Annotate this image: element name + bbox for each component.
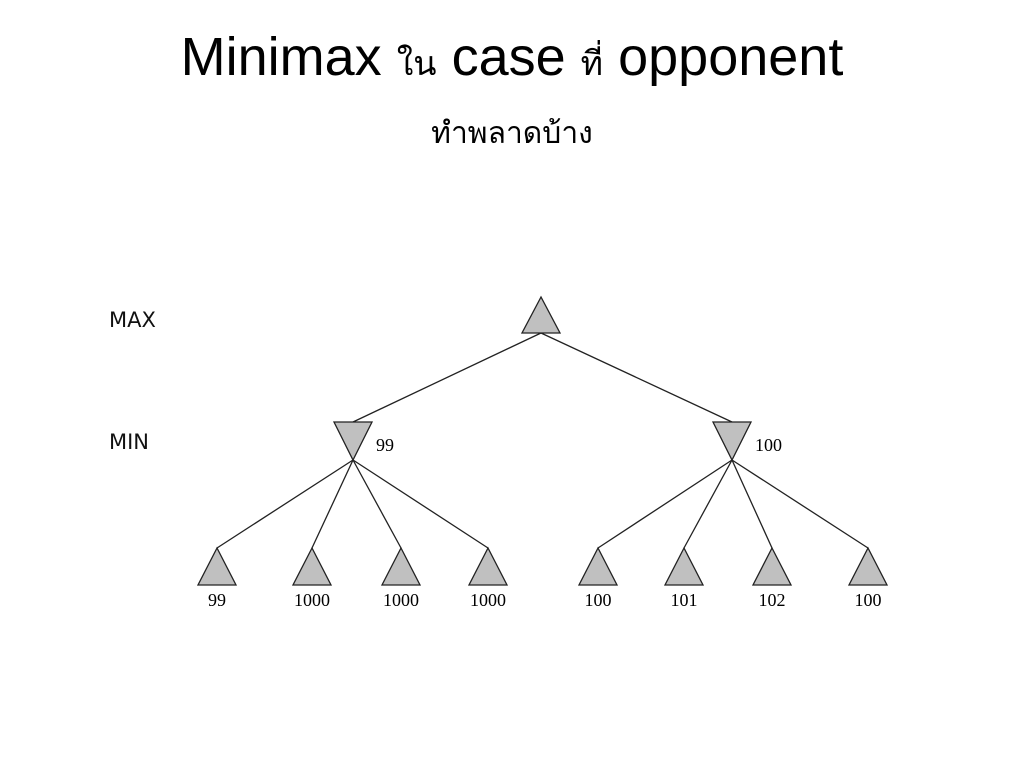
leaf-value-2: 1000 xyxy=(383,590,419,610)
edge-min-leaf-0 xyxy=(216,459,354,549)
min-node-0 xyxy=(332,421,374,462)
leaf-value-7: 100 xyxy=(855,590,882,610)
slide-subtitle: ทำพลาดบ้าง xyxy=(431,116,593,151)
title-word-minimax: Minimax xyxy=(180,27,382,87)
edge-min-leaf-6 xyxy=(731,459,773,549)
edge-root-min-1 xyxy=(540,332,733,423)
min-node-1 xyxy=(711,421,753,462)
edge-min-leaf-1 xyxy=(311,459,354,549)
title-word-thai-that: ที่ xyxy=(580,44,604,84)
leaf-value-6: 102 xyxy=(759,590,786,610)
leaf-node-5 xyxy=(663,546,705,586)
leaf-value-4: 100 xyxy=(585,590,612,610)
min-node-value-1: 100 xyxy=(755,435,782,455)
max-level-label: MAX xyxy=(109,308,156,332)
title-word-thai-in: ใน xyxy=(396,44,437,84)
leaf-value-0: 99 xyxy=(208,590,226,610)
edge-min-leaf-4 xyxy=(597,459,733,549)
edge-root-min-0 xyxy=(352,332,542,423)
edge-min-leaf-5 xyxy=(683,459,733,549)
leaf-node-3 xyxy=(467,546,509,586)
edge-min-leaf-3 xyxy=(352,459,489,549)
min-node-value-0: 99 xyxy=(376,435,394,455)
edge-min-leaf-2 xyxy=(352,459,402,549)
title-word-case: case xyxy=(451,27,566,87)
leaf-node-1 xyxy=(291,546,333,586)
leaf-value-3: 1000 xyxy=(470,590,506,610)
slide-title: Minimax ใน case ที่ opponent xyxy=(0,22,1024,99)
leaf-node-0 xyxy=(196,546,238,586)
leaf-node-2 xyxy=(380,546,422,586)
leaf-node-6 xyxy=(751,546,793,586)
min-level-label: MIN xyxy=(109,430,150,454)
title-word-opponent: opponent xyxy=(618,27,844,87)
edge-min-leaf-7 xyxy=(731,459,869,549)
leaf-node-4 xyxy=(577,546,619,586)
leaf-node-7 xyxy=(847,546,889,586)
leaf-value-1: 1000 xyxy=(294,590,330,610)
max-node-root xyxy=(520,295,562,334)
leaf-value-5: 101 xyxy=(671,590,698,610)
